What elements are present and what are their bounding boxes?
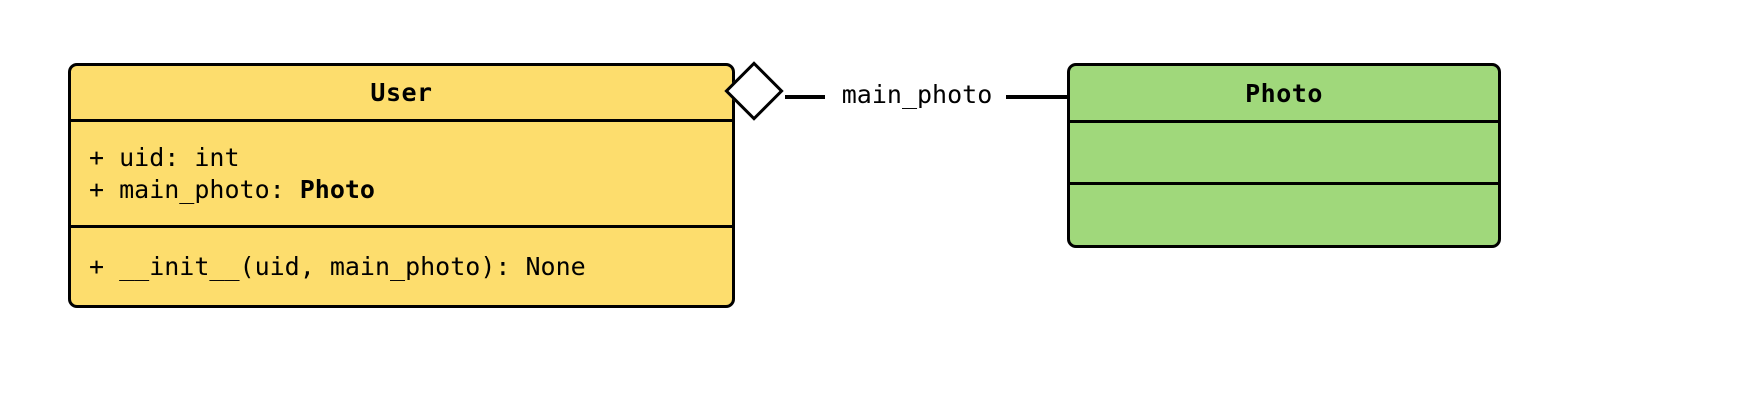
uml-class-user[interactable]: User + uid: int + main_photo: Photo + __…	[68, 63, 735, 308]
method-row: + __init__(uid, main_photo): None	[89, 251, 586, 281]
attribute-row: + main_photo: Photo	[71, 174, 732, 205]
association-label: main_photo	[825, 80, 1009, 109]
class-methods-compartment-photo	[1070, 185, 1498, 245]
class-name-photo: Photo	[1245, 78, 1323, 108]
uml-class-photo[interactable]: Photo	[1067, 63, 1501, 248]
class-name-user: User	[370, 78, 433, 107]
class-attributes-compartment-user: + uid: int + main_photo: Photo	[71, 122, 732, 228]
class-title-compartment-user: User	[71, 66, 732, 122]
attribute-type-name: Photo	[299, 174, 375, 204]
class-attributes-compartment-photo	[1070, 123, 1498, 185]
class-title-compartment-photo: Photo	[1070, 66, 1498, 123]
class-methods-compartment-user: + __init__(uid, main_photo): None	[71, 228, 732, 305]
attribute-prefix: + main_photo:	[89, 174, 300, 204]
association-line-left	[785, 95, 827, 99]
association-line-right	[1006, 95, 1069, 99]
attribute-row: + uid: int	[89, 143, 240, 173]
